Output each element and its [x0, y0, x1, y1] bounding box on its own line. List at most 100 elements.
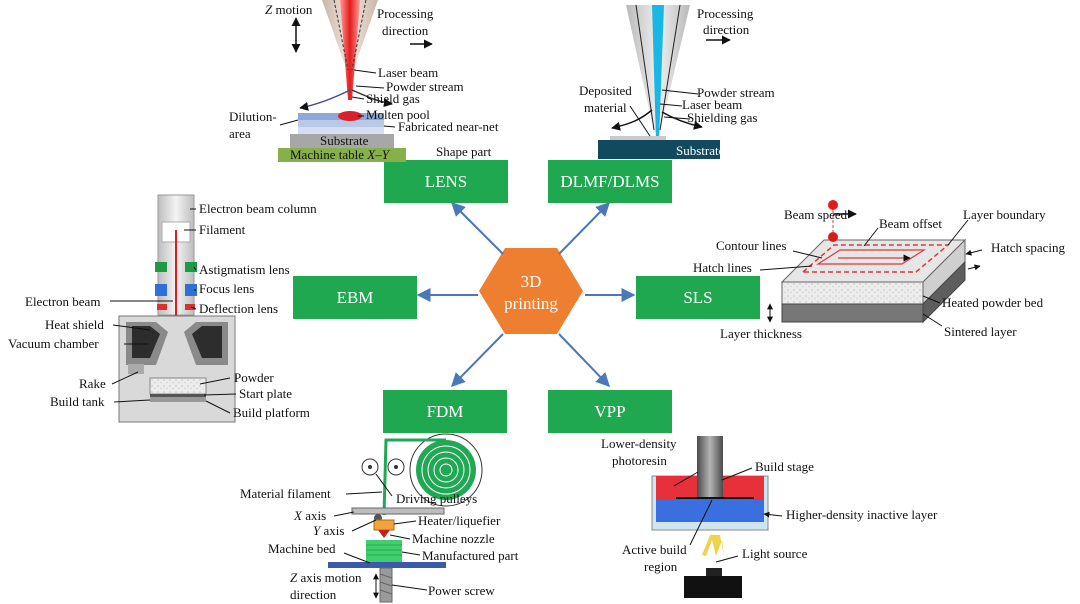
vpp-active-build-label: Active build — [622, 542, 687, 557]
lens-fabricated-label: Fabricated near-net — [398, 119, 499, 134]
vpp-higher-density-layer — [656, 500, 764, 522]
ebm-start-plate — [150, 394, 206, 397]
sls-beam-offset-label: Beam offset — [879, 216, 942, 231]
dlmf-substrate — [598, 140, 720, 159]
sls-sintered-label: Sintered layer — [944, 324, 1017, 339]
fdm-spool — [416, 440, 476, 500]
vpp-higher-density-label: Higher-density inactive layer — [786, 507, 938, 522]
box-fdm-label: FDM — [427, 402, 464, 421]
box-sls — [636, 276, 760, 319]
sls-sintered-layer — [781, 303, 924, 323]
dlmf-deposited — [610, 136, 666, 142]
box-lens-label: LENS — [425, 172, 468, 191]
sls-beam-source — [828, 200, 838, 210]
ebm-powder — [149, 377, 207, 395]
fdm-filament — [382, 438, 446, 516]
vpp-photoresin-label: photoresin — [612, 453, 667, 468]
lens-z-motion: Z motion — [265, 2, 313, 17]
fdm-pulley-right — [387, 458, 405, 476]
fdm-driving-pulleys-label: Driving pulleys — [396, 491, 477, 506]
fdm-y-axis-label: Y axis — [313, 523, 344, 538]
ebm-build-platform-label: Build platform — [233, 405, 310, 420]
vpp-illustration: Lower-density photoresin Build stage Hig… — [601, 436, 938, 598]
dlmf-illustration: Processing direction Deposited material … — [579, 4, 775, 159]
fdm-heater-label: Heater/liquefier — [418, 513, 501, 528]
arrow-vpp — [558, 333, 610, 388]
box-sls-label: SLS — [683, 288, 712, 307]
ebm-electron-beam-label: Electron beam — [25, 294, 100, 309]
fdm-manufactured-label: Manufactured part — [422, 548, 519, 563]
sls-heated-bed-label: Heated powder bed — [942, 295, 1044, 310]
fdm-x-axis-label: X axis — [293, 508, 326, 523]
connector-arrows — [416, 202, 636, 388]
lens-machine-table — [278, 148, 406, 162]
fdm-x-axis-rail — [351, 507, 445, 515]
box-vpp — [548, 390, 672, 433]
lens-substrate-label: Substrate — [320, 133, 369, 148]
fdm-manufactured-part — [366, 540, 402, 562]
lens-processing: Processing — [377, 6, 434, 21]
vpp-light-source — [684, 576, 742, 598]
dlmf-deposited-label: Deposited — [579, 83, 632, 98]
box-ebm — [293, 276, 417, 319]
box-dlmf-label: DLMF/DLMS — [560, 172, 659, 191]
ebm-focus-label: Focus lens — [199, 281, 254, 296]
fdm-machine-bed — [328, 562, 446, 568]
ebm-deflection-label: Deflection lens — [199, 301, 278, 316]
sls-laser-spot — [828, 232, 838, 242]
ebm-illustration: Electron beam column Filament Astigmatis… — [8, 194, 317, 423]
ebm-astig-label: Astigmatism lens — [199, 262, 290, 277]
ebm-heat-shield-label: Heat shield — [45, 317, 104, 332]
box-vpp-label: VPP — [594, 402, 625, 421]
fdm-machine-bed-label: Machine bed — [268, 541, 336, 556]
fdm-spool-outline — [409, 433, 483, 507]
fdm-material-filament-label: Material filament — [240, 486, 331, 501]
vpp-region-label: region — [644, 559, 678, 574]
fdm-nozzle — [378, 530, 390, 538]
sls-layer-boundary-label: Layer boundary — [963, 207, 1046, 222]
ebm-powder-label: Powder — [234, 370, 274, 385]
ebm-vacuum-label: Vacuum chamber — [8, 336, 99, 351]
fdm-power-screw-label: Power screw — [428, 583, 495, 598]
box-fdm — [383, 390, 507, 433]
lens-shape-part-label: Shape part — [436, 144, 492, 159]
method-boxes: LENS DLMF/DLMS EBM SLS FDM VPP — [293, 160, 760, 433]
lens-laser-beam-label: Laser beam — [378, 65, 438, 80]
vpp-light-beam — [702, 535, 724, 557]
lens-machine-table-label: Machine table X–Y — [290, 147, 391, 162]
ebm-build-platform — [150, 397, 206, 402]
ebm-rake-label: Rake — [79, 376, 106, 391]
lens-area-label: area — [229, 126, 251, 141]
dlmf-laser-beam-label: Laser beam — [682, 97, 742, 112]
dlmf-material-label: material — [584, 100, 627, 115]
center-line2: printing — [504, 294, 558, 313]
fdm-direction-label: direction — [290, 587, 337, 602]
dlmf-laser-beam — [652, 5, 664, 140]
vpp-build-stage — [697, 436, 723, 498]
sls-beam-speed-label: Beam speed — [784, 207, 848, 222]
sls-illustration: Beam speed Beam offset Layer boundary Co… — [693, 200, 1066, 341]
lens-laser-beam — [340, 0, 360, 100]
sls-contour-label: Contour lines — [716, 238, 786, 253]
dlmf-shielding-gas-label: Shielding gas — [687, 110, 757, 125]
lens-dilution-label: Dilution- — [229, 109, 277, 124]
center-hexagon: 3D printing — [479, 248, 583, 334]
sls-hatch-spacing-label: Hatch spacing — [991, 240, 1066, 255]
dlmf-substrate-label: Substrate — [676, 143, 725, 158]
fdm-z-axis-motion-label: Z axis motion — [290, 570, 362, 585]
sls-layer-thickness-label: Layer thickness — [720, 326, 802, 341]
lens-substrate — [290, 134, 394, 148]
lens-shield-gas-label: Shield gas — [366, 91, 420, 106]
ebm-filament-label: Filament — [199, 222, 246, 237]
lens-powder-stream-label: Powder stream — [386, 79, 464, 94]
fdm-heater — [373, 519, 395, 531]
lens-molten-pool-label: Molten pool — [366, 107, 430, 122]
sls-hatch-lines-label: Hatch lines — [693, 260, 752, 275]
lens-layer-3 — [298, 127, 384, 134]
vpp-build-stage-label: Build stage — [755, 459, 814, 474]
lens-illustration: Z motion Processing direction Laser beam… — [229, 0, 499, 162]
box-lens — [384, 160, 508, 203]
vpp-light-source-label: Light source — [742, 546, 808, 561]
ebm-build-tank-label: Build tank — [50, 394, 105, 409]
